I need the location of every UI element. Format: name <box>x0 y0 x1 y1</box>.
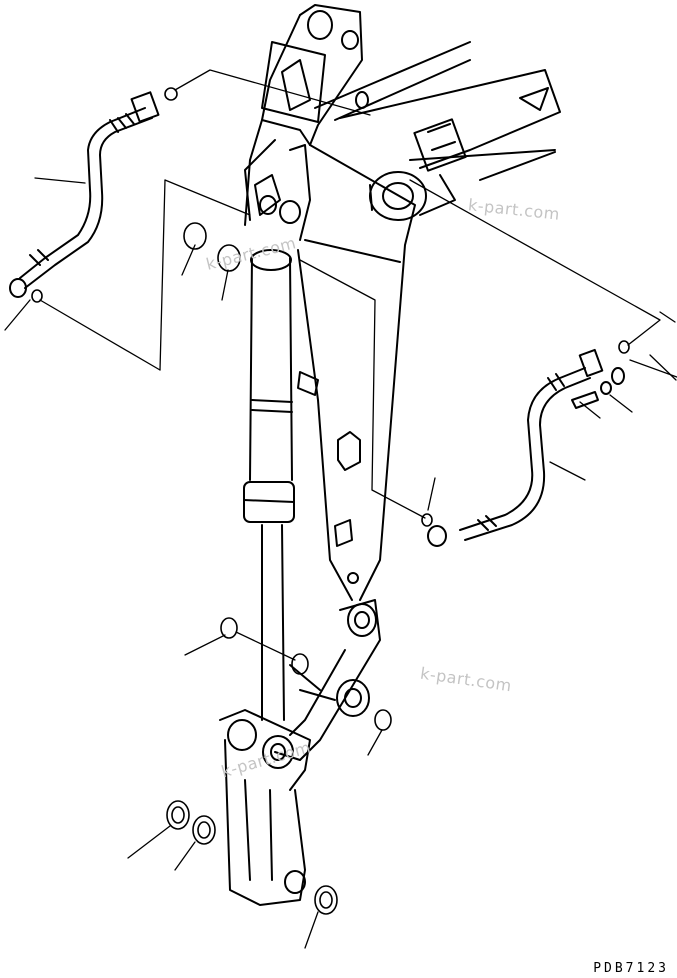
bucket-link <box>219 599 381 906</box>
leader-lines <box>4 69 677 949</box>
hose-left <box>9 91 160 298</box>
shims <box>31 87 630 915</box>
boom <box>314 41 561 221</box>
drawing-code: PDB7123 <box>593 961 669 976</box>
hose-right <box>427 348 625 547</box>
arm <box>244 4 416 601</box>
bucket-cylinder <box>243 249 295 721</box>
